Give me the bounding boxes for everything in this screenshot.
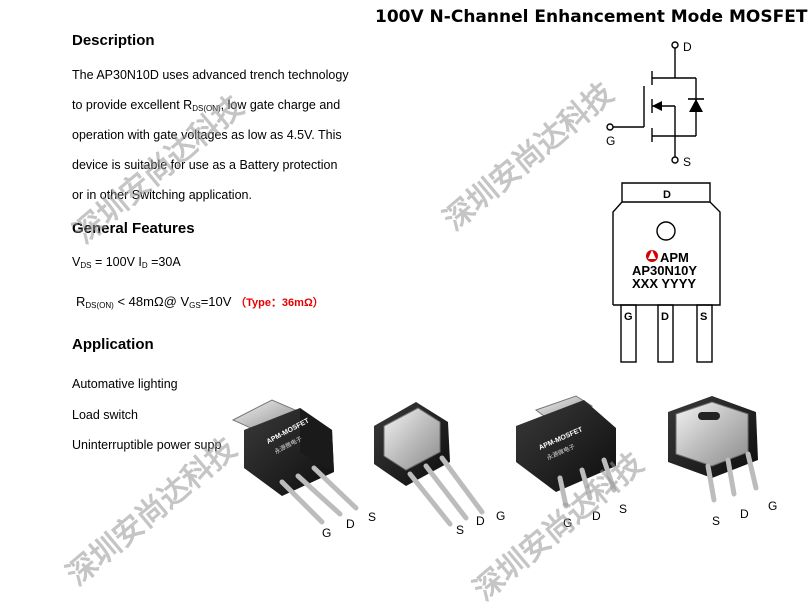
symbol-source-label: S: [683, 155, 691, 169]
gate-terminal: [606, 123, 614, 131]
photo-2-label-g: G: [496, 509, 505, 523]
source-terminal: [671, 156, 679, 164]
symbol-drain-label: D: [683, 40, 692, 54]
document-title: 100V N-Channel Enhancement Mode MOSFET: [375, 7, 808, 27]
package-photo-3: APM-MOSFET 永源微电子 G D S: [516, 395, 627, 530]
photo-3-label-g: G: [563, 516, 572, 530]
photo-1-label-d: D: [346, 517, 355, 531]
description-line-4: device is suitable for use as a Battery …: [72, 158, 338, 172]
photo-4-label-d: D: [740, 507, 749, 521]
symbol-gate-label: G: [606, 134, 615, 148]
description-line-5: or in other Switching application.: [72, 188, 252, 202]
photo-1-label-s: S: [368, 510, 376, 524]
description-line-1: The AP30N10D uses advanced trench techno…: [72, 68, 349, 82]
package-outline: D APM AP30N10Y XXX YYYY G D S: [612, 182, 721, 363]
photo-1-label-g: G: [322, 526, 331, 540]
mosfet-symbol: D G S: [606, 40, 704, 169]
package-photo-4: S D G: [668, 396, 777, 528]
features-heading: General Features: [72, 220, 195, 237]
application-item: Uninterruptible power supp: [72, 438, 222, 452]
photo-2-label-d: D: [476, 514, 485, 528]
application-item: Load switch: [72, 408, 139, 422]
package-pin-s: S: [700, 311, 707, 323]
application-heading: Application: [72, 336, 154, 353]
package-photo-2: S D G: [374, 402, 505, 537]
package-pin-d: D: [661, 311, 669, 323]
feature-vds-id: VDS = 100V ID =30A: [72, 255, 181, 270]
package-photos: APM-MOSFET 永源微电子 G D S S D G APM-MOSFET …: [231, 395, 777, 540]
package-pin-g: G: [624, 311, 633, 323]
photo-3-label-d: D: [592, 509, 601, 523]
package-part-number: AP30N10Y: [632, 263, 697, 278]
feature-rdson: RDS(ON) < 48mΩ@ VGS=10V （Type：36mΩ）: [76, 294, 324, 310]
photo-3-label-s: S: [619, 502, 627, 516]
apm-logo-icon: [646, 250, 658, 262]
photo-4-label-s: S: [712, 514, 720, 528]
typical-rdson-note: （Type：36mΩ）: [235, 297, 324, 309]
description-line-2: to provide excellent RDS(ON), low gate c…: [72, 98, 341, 113]
application-item: Automative lighting: [72, 377, 178, 391]
photo-4-label-g: G: [768, 499, 777, 513]
package-date-code: XXX YYYY: [632, 276, 696, 291]
description-line-3: operation with gate voltages as low as 4…: [72, 128, 342, 142]
description-heading: Description: [72, 32, 155, 49]
photo-2-label-s: S: [456, 523, 464, 537]
package-photo-1: APM-MOSFET 永源微电子 G D S: [231, 399, 376, 540]
package-brand: APM: [660, 250, 689, 265]
package-tab-label: D: [663, 189, 671, 201]
